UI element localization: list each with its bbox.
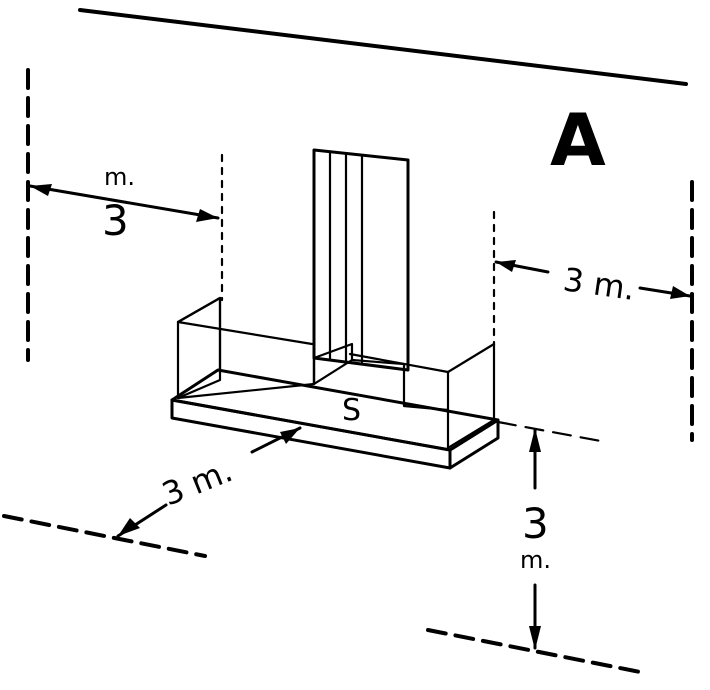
top-boundary-line bbox=[78, 8, 688, 86]
bench-front bbox=[176, 356, 450, 412]
height-dimension-unit: m. bbox=[520, 546, 551, 574]
ground-dashed-line-left bbox=[2, 514, 207, 558]
front-dimension-label: 3 m. bbox=[157, 451, 238, 513]
center-label: S bbox=[342, 393, 361, 428]
ground-dashed-line-right bbox=[426, 628, 642, 674]
base-slab bbox=[170, 368, 500, 470]
right-dimension-arrow bbox=[494, 260, 692, 299]
height-dimension-value: 3 bbox=[522, 499, 549, 548]
left-dimension-unit: m. bbox=[104, 163, 135, 191]
right-dimension-label: 3 m. bbox=[561, 260, 637, 308]
left-dimension-value: 3 bbox=[102, 196, 129, 245]
left-dimension-arrow bbox=[28, 184, 220, 222]
central-tower bbox=[312, 148, 410, 386]
corner-letter: A bbox=[550, 98, 606, 182]
left-end-wall bbox=[176, 296, 314, 400]
front-dimension-arrow bbox=[116, 426, 302, 538]
base-dashed-line bbox=[496, 420, 608, 444]
height-dimension-arrow bbox=[529, 428, 541, 650]
